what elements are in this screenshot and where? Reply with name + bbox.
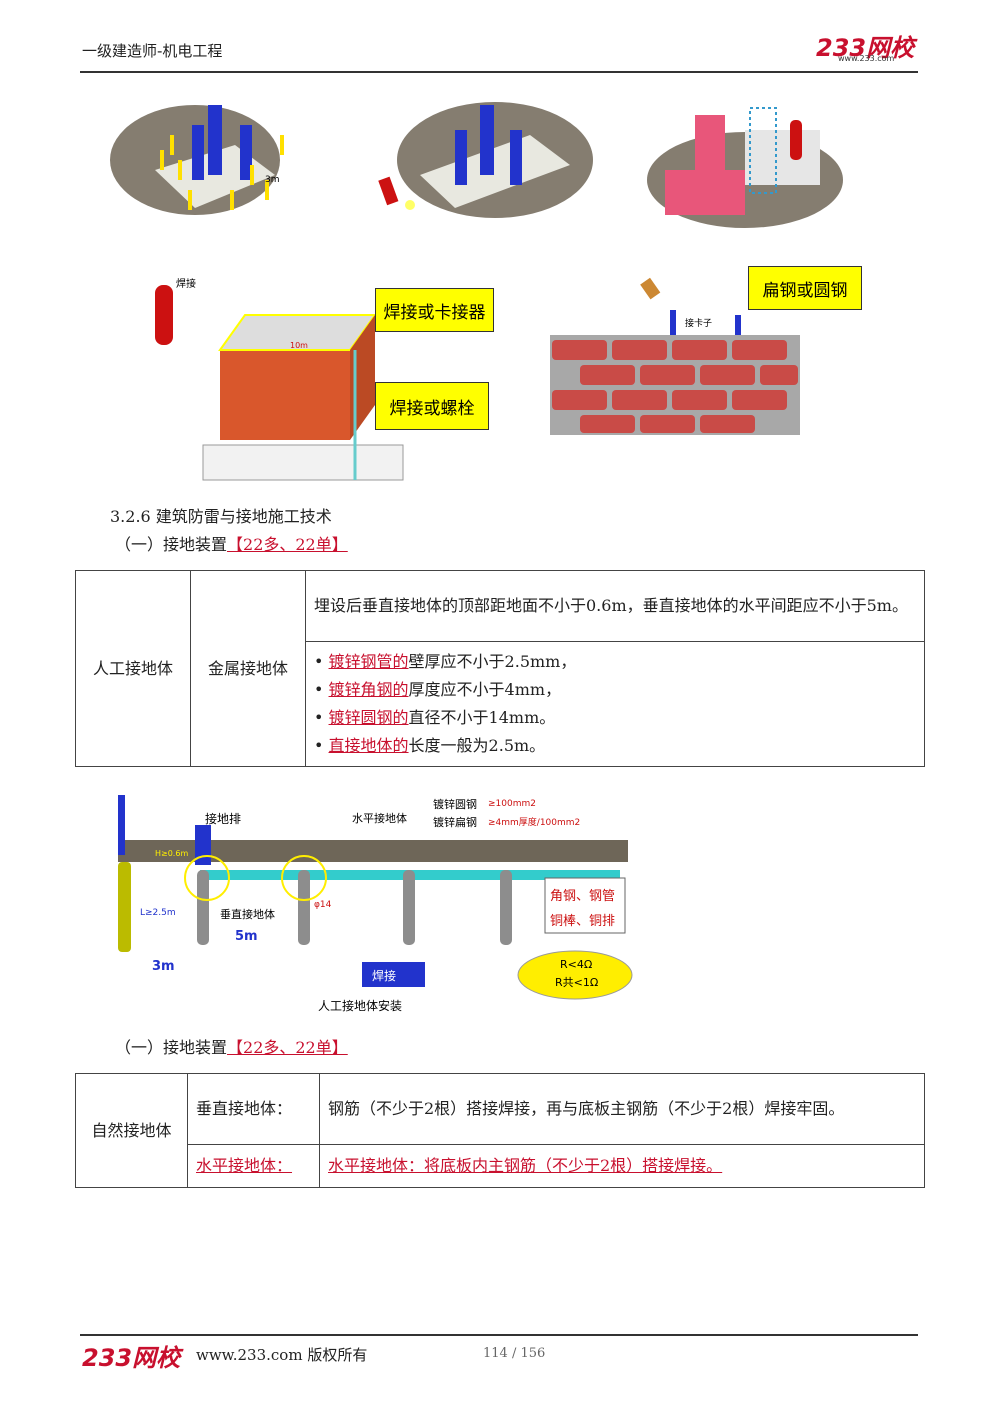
resistance-ellipse	[517, 950, 633, 1000]
dim-10m-label: 10m	[290, 341, 308, 350]
weld-label: 焊接	[372, 968, 396, 983]
dim-3m-label: 3m	[265, 175, 280, 185]
subsection-title: （一）接地装置	[115, 535, 228, 554]
lightning-rod	[118, 795, 125, 855]
horizontal-text: 水平接地体：将底板内主钢筋（不少于2根）搭接焊接。	[328, 1156, 723, 1175]
exam-tag: 【22多、22单】	[227, 1038, 348, 1057]
callout-flat-or-round-steel: 扁钢或圆钢	[748, 266, 862, 310]
document-title: 一级建造师-机电工程	[82, 42, 223, 60]
artificial-grounding-table: 人工接地体 金属接地体 埋设后垂直接地体的顶部距地面不小于0.6m，垂直接地体的…	[75, 570, 925, 767]
footer-logo: 233网校	[82, 1344, 181, 1372]
section-heading: 3.2.6 建筑防雷与接地施工技术	[110, 507, 332, 526]
callout-weld-or-bolt: 焊接或螺栓	[375, 382, 489, 430]
list-item: • 镀锌圆钢的直径不小于14mm。	[314, 708, 556, 727]
figure-brick-box: 焊接 10m	[155, 277, 404, 481]
cell-material-specs: • 镀锌钢管的壁厚应不小于2.5mm， • 镀锌角钢的厚度应不小于4mm， • …	[305, 641, 925, 767]
material-line2: 铜棒、铜排	[550, 914, 615, 929]
cell-vertical-text: 钢筋（不少于2根）搭接焊接，再与底板主钢筋（不少于2根）焊接牢固。	[319, 1073, 925, 1145]
figure-site-plan-1: 3m	[110, 105, 284, 215]
weld-box	[362, 962, 425, 987]
cell-artificial-grounding: 人工接地体	[75, 570, 191, 767]
header-divider	[80, 71, 918, 73]
vertical-rod	[403, 870, 415, 945]
list-item: • 镀锌钢管的壁厚应不小于2.5mm，	[314, 652, 577, 671]
vertical-rod	[500, 870, 512, 945]
bullet-list: • 镀锌钢管的壁厚应不小于2.5mm， • 镀锌角钢的厚度应不小于4mm， • …	[314, 648, 916, 760]
footer-divider	[80, 1334, 918, 1336]
clamp-label: 接卡子	[685, 317, 712, 329]
material-line1: 角钢、钢管	[550, 889, 615, 904]
weld-label: 焊接	[176, 277, 196, 290]
spec1-name: 镀锌圆钢	[433, 797, 477, 811]
cell-burial-requirements: 埋设后垂直接地体的顶部距地面不小于0.6m，垂直接地体的水平间距应不小于5m。	[305, 570, 925, 642]
figure-site-plan-2	[378, 102, 593, 218]
spec2-name: 镀锌扁钢	[433, 815, 477, 829]
grounding-illustrations: 3m 焊接 10m	[110, 102, 843, 481]
callout-weld-or-clamp: 焊接或卡接器	[375, 288, 494, 332]
vertical-rod	[197, 870, 209, 945]
subsection-heading-2: （一）接地装置【22多、22单】	[115, 1034, 348, 1058]
page-number: 114 / 156	[483, 1346, 546, 1361]
bar-label: 接地排	[205, 811, 241, 826]
ground-layer	[118, 840, 628, 862]
figure-brick-wall: 接卡子	[550, 277, 800, 435]
depth-label: H≥0.6m	[155, 849, 188, 858]
material-box	[544, 877, 626, 934]
spacing-5m-label: 5m	[235, 929, 258, 944]
cell-metal-grounding: 金属接地体	[190, 570, 306, 767]
figure-building	[647, 107, 843, 228]
cell-natural-grounding: 自然接地体	[75, 1073, 188, 1188]
spacing-3m-label: 3m	[152, 959, 175, 974]
exam-tag: 【22多、22单】	[227, 535, 348, 554]
subsection-heading: （一）接地装置【22多、22单】	[115, 531, 348, 555]
cell-vertical-label: 垂直接地体：	[187, 1073, 320, 1145]
horizontal-label: 水平接地体	[352, 811, 407, 825]
spec2-value: ≥4mm厚度/100mm2	[488, 816, 580, 828]
list-item: • 镀锌角钢的厚度应不小于4mm，	[314, 680, 562, 699]
vertical-rod	[298, 870, 310, 945]
diagram-caption: 人工接地体安装	[318, 998, 402, 1013]
subsection-title: （一）接地装置	[115, 1038, 228, 1057]
vertical-rod-yellow	[118, 862, 131, 952]
resistance-rcommon: R共<1Ω	[555, 976, 598, 989]
natural-grounding-table: 自然接地体 垂直接地体： 钢筋（不少于2根）搭接焊接，再与底板主钢筋（不少于2根…	[75, 1073, 925, 1188]
horizontal-label: 水平接地体：	[196, 1156, 293, 1175]
length-label: L≥2.5m	[140, 908, 176, 918]
list-item: • 直接地体的长度一般为2.5m。	[314, 736, 546, 755]
spec1-value: ≥100mm2	[488, 799, 536, 809]
footer-site: www.233.com 版权所有	[196, 1346, 368, 1364]
vertical-label: 垂直接地体	[220, 907, 275, 921]
resistance-r: R<4Ω	[560, 958, 592, 971]
grounding-installation-diagram: 焊接 角钢、钢管 铜棒、铜排 R<4Ω R共<1Ω 接地排 水平接地体 镀锌圆钢…	[118, 795, 633, 1013]
brand-logo: 233网校	[816, 34, 915, 62]
diameter-label: φ14	[314, 900, 332, 910]
brand-logo-url: www.233.com	[838, 54, 895, 63]
